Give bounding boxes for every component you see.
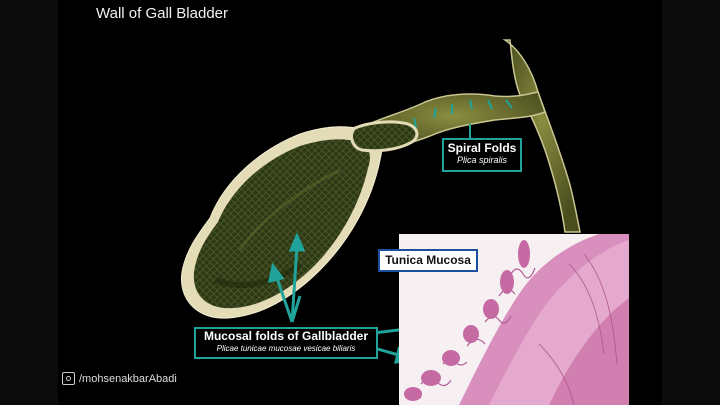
- bile-duct: [502, 39, 581, 233]
- tunica-mucosa-label: Tunica Mucosa: [378, 249, 478, 272]
- mucosal-folds-label: Mucosal folds of Gallbladder Plicae tuni…: [194, 327, 378, 359]
- gallbladder-mucosa: [193, 139, 370, 309]
- watermark-handle: /mohsenakbarAbadi: [79, 372, 177, 385]
- right-letterbox: [662, 0, 720, 405]
- gallbladder-neck: [350, 120, 419, 153]
- mucosal-folds-latin: Plicae tunicae mucosae vesicae biliaris: [216, 344, 356, 353]
- mucosa-shadow: [213, 262, 302, 288]
- spiral-folds-label: Spiral Folds Plica spiralis: [442, 138, 522, 172]
- tunica-mucosa-title: Tunica Mucosa: [385, 253, 471, 267]
- mucosa-highlight: [238, 168, 341, 251]
- instagram-icon: [62, 372, 75, 385]
- left-letterbox: [0, 0, 58, 405]
- spiral-folds-latin: Plica spiralis: [456, 155, 507, 165]
- watermark: /mohsenakbarAbadi: [62, 372, 177, 385]
- mucosal-folds-title: Mucosal folds of Gallbladder: [203, 329, 369, 343]
- slide-title: Wall of Gall Bladder: [96, 5, 228, 22]
- spiral-folds-title: Spiral Folds: [447, 141, 517, 155]
